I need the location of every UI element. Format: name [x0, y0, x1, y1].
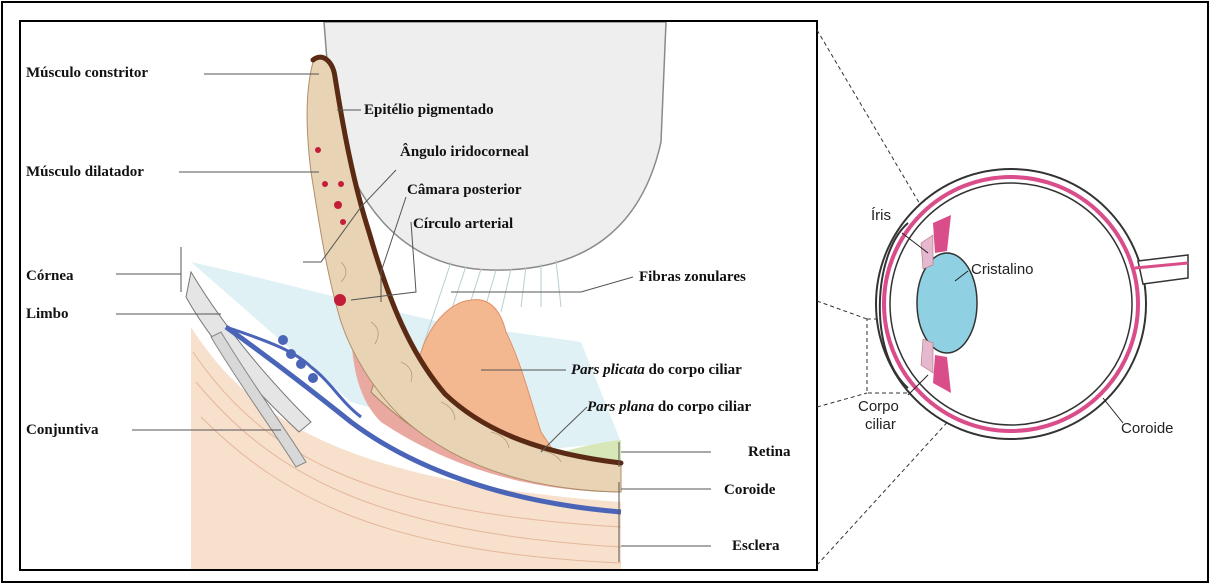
optic-nerve — [1138, 255, 1188, 284]
label-coroide-eye: Coroide — [1121, 420, 1174, 437]
label-ciliar: ciliar — [865, 416, 896, 433]
label-corpo: Corpo — [858, 398, 899, 415]
eye-overview-illustration: Íris Cristalino Corpo ciliar Coroide — [3, 3, 1211, 585]
label-iris: Íris — [871, 207, 891, 224]
label-cristalino: Cristalino — [971, 261, 1034, 278]
